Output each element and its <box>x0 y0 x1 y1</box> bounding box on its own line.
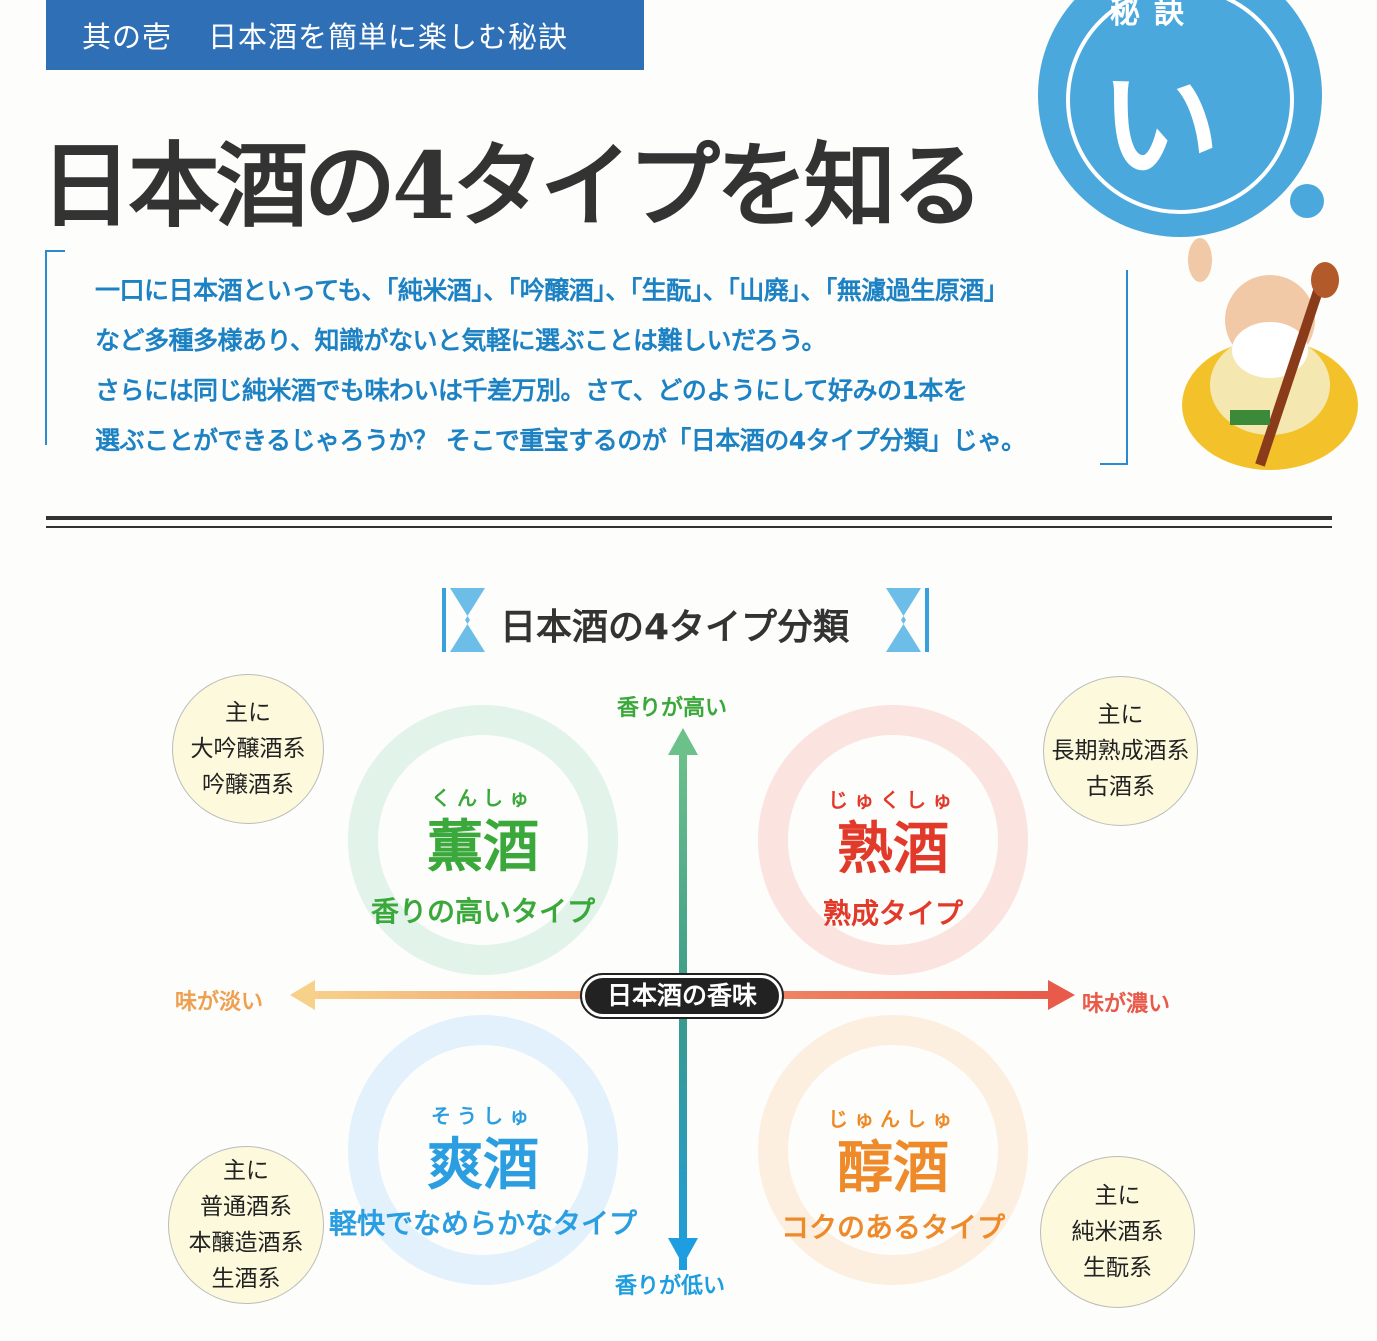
soushu-name: 爽酒 <box>427 1133 539 1198</box>
old-man-mascot-icon <box>1182 238 1358 470</box>
bubble-line: 主に <box>1097 702 1144 728</box>
axis-right-label: 味が濃い <box>1082 992 1171 1017</box>
section-label: 其の壱 <box>82 20 173 54</box>
diagram-title-brackets <box>442 588 929 652</box>
bracket-right <box>1100 270 1128 465</box>
kunshu-desc: 香りの高いタイプ <box>370 895 595 928</box>
bubble-line: 普通酒系 <box>200 1194 292 1220</box>
junshu-examples-bubble: 主に純米酒系生酛系 <box>1040 1156 1195 1308</box>
intro-line: など多種多様あり、知識がないと気軽に選ぶことは難しいだろう。 <box>95 326 827 355</box>
bubble-line: 吟醸酒系 <box>202 772 294 798</box>
bubble-line: 純米酒系 <box>1071 1219 1164 1245</box>
axis-left-label: 味が淡い <box>175 990 264 1015</box>
bubble-line: 本醸造酒系 <box>188 1230 304 1256</box>
bubble-line: 主に <box>1094 1183 1141 1209</box>
section-subtitle: 日本酒を簡単に楽しむ秘訣 <box>208 20 569 54</box>
jukushu-ruby: じゅくしゅ <box>828 788 958 812</box>
divider <box>46 526 1332 528</box>
arrow-down-icon <box>668 1238 698 1265</box>
arrow-up-icon <box>668 728 698 755</box>
section-banner: 其の壱 日本酒を簡単に楽しむ秘訣 <box>46 0 644 70</box>
bubble-line: 古酒系 <box>1086 774 1155 800</box>
badge-top-text: 秘訣 <box>1110 0 1198 31</box>
jukushu-desc: 熟成タイプ <box>822 897 963 930</box>
jukushu-name: 熟酒 <box>837 817 949 882</box>
kunshu-name: 薫酒 <box>427 815 539 880</box>
diagram-title: 日本酒の4タイプ分類 <box>500 607 850 648</box>
secret-badge-icon <box>1038 0 1324 237</box>
jukushu-examples-bubble: 主に長期熟成酒系古酒系 <box>1043 676 1198 826</box>
axis-up-label: 香りが高い <box>617 696 728 721</box>
bubble-line: 主に <box>225 700 271 726</box>
junshu-ruby: じゅんしゅ <box>828 1107 958 1131</box>
bubble-line: 長期熟成酒系 <box>1051 738 1190 764</box>
quadrant-rings <box>348 705 1028 1285</box>
badge-glyph: い <box>1100 57 1220 196</box>
bubble-line: 大吟醸酒系 <box>190 736 306 762</box>
kunshu-examples-bubble: 主に大吟醸酒系吟醸酒系 <box>172 674 324 824</box>
intro-line: 選ぶことができるじゃろうか？ そこで重宝するのが「日本酒の4タイプ分類」じゃ。 <box>95 426 1026 455</box>
intro-text: 一口に日本酒といっても、「純米酒」、「吟醸酒」、「生酛」、「山廃」、「無濾過生原… <box>95 266 1026 466</box>
soushu-examples-bubble: 主に普通酒系本醸造酒系生酒系 <box>168 1146 324 1304</box>
junshu-desc: コクのあるタイプ <box>780 1211 1005 1244</box>
kunshu-ruby: くんしゅ <box>431 786 535 810</box>
axis-down-label: 香りが低い <box>615 1274 726 1299</box>
bubble-line: 生酛系 <box>1083 1255 1152 1281</box>
arrow-right-icon <box>1048 980 1075 1010</box>
soushu-ruby: そうしゅ <box>431 1104 535 1128</box>
bubble-line: 主に <box>223 1158 269 1184</box>
page-title: 日本酒の4タイプを知る <box>40 132 984 240</box>
intro-line: さらには同じ純米酒でも味わいは千差万別。さて、どのようにして好みの1本を <box>95 376 968 405</box>
divider <box>46 516 1332 520</box>
arrow-left-icon <box>290 980 315 1010</box>
bracket-left <box>45 250 65 445</box>
junshu-name: 醇酒 <box>837 1136 949 1201</box>
bubble-line: 生酒系 <box>211 1266 281 1292</box>
soushu-desc: 軽快でなめらかなタイプ <box>328 1207 637 1240</box>
center-label: 日本酒の香味 <box>580 973 784 1019</box>
intro-line: 一口に日本酒といっても、「純米酒」、「吟醸酒」、「生酛」、「山廃」、「無濾過生原… <box>95 276 1009 305</box>
